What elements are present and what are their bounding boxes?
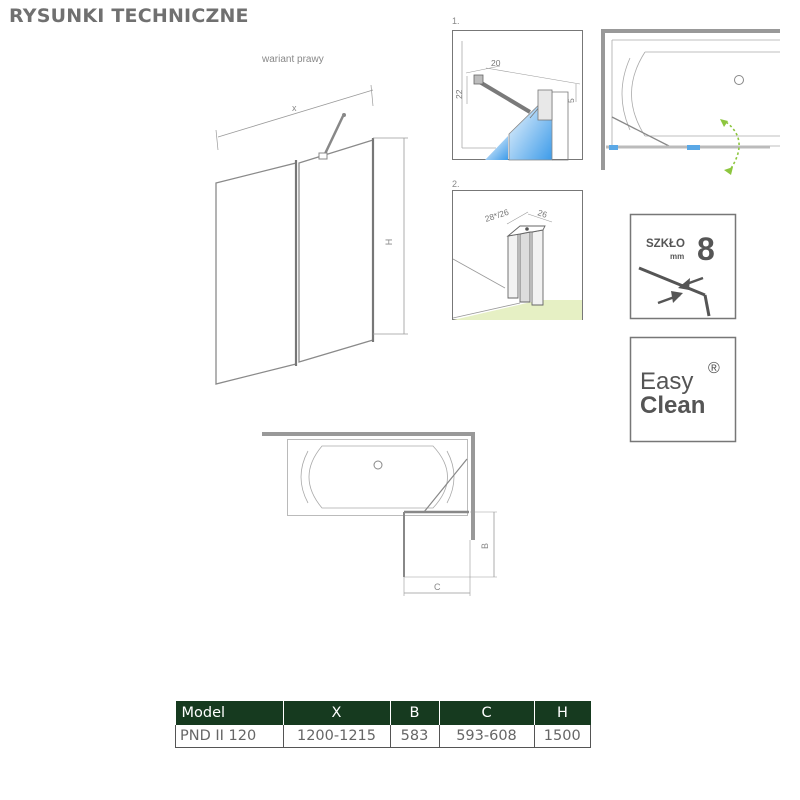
glass-unit: mm <box>670 252 684 261</box>
detail-1-number: 1. <box>452 16 460 26</box>
glass-8mm-badge: SZKŁO mm 8 <box>629 213 737 320</box>
main-elevation-drawing: wariant prawy x H <box>215 54 408 385</box>
easy-clean-badge: Easy ® Clean <box>629 336 737 443</box>
cell-model: PND II 120 <box>175 725 284 748</box>
dim-b-label: B <box>480 543 490 549</box>
detail-2-number: 2. <box>452 179 460 189</box>
table-row: PND II 120 1200-1215 583 593-608 1500 <box>175 725 591 748</box>
col-header-h: H <box>533 701 591 725</box>
easy-word: Easy <box>640 368 693 395</box>
cell-b: 583 <box>389 725 440 748</box>
drain-icon <box>734 75 744 85</box>
detail-1-dim-right: 5 <box>566 98 576 103</box>
bathtub-rotation-view <box>601 29 780 175</box>
cell-c: 593-608 <box>438 725 535 748</box>
dimensions-table: Model X B C H PND II 120 1200-1215 583 5… <box>175 701 591 748</box>
glass-thickness: 8 <box>697 231 715 267</box>
fixed-glass-panel <box>215 162 297 385</box>
dim-c-label: C <box>434 582 441 592</box>
hinged-glass-panel <box>298 139 374 363</box>
cell-x: 1200-1215 <box>282 725 391 748</box>
drain-icon <box>373 460 383 470</box>
cell-h: 1500 <box>533 725 591 748</box>
col-header-x: X <box>282 701 390 725</box>
glass-word: SZKŁO <box>646 238 685 250</box>
stabilizer-bar <box>322 115 345 157</box>
table-header-row: Model X B C H <box>175 701 591 725</box>
detail-2-drawing: 2. 28*/26 26 <box>452 179 583 320</box>
variant-label: wariant prawy <box>261 54 324 65</box>
detail-1-drawing: 1. 20 22 5 <box>452 16 583 161</box>
dim-h-label: H <box>384 239 394 246</box>
detail-1-dim-left: 22 <box>454 89 464 99</box>
registered-mark: ® <box>708 360 720 377</box>
col-header-b: B <box>389 701 439 725</box>
glass-pane-icon <box>638 266 706 297</box>
detail-2-dim-b: 26 <box>536 207 548 220</box>
clean-word: Clean <box>640 392 705 419</box>
col-header-model: Model <box>175 701 283 725</box>
plan-view-drawing: B C <box>262 432 497 596</box>
detail-1-dim-top: 20 <box>491 58 501 68</box>
col-header-c: C <box>438 701 534 725</box>
page-title: RYSUNKI TECHNICZNE <box>9 5 249 27</box>
technical-drawings: wariant prawy x H 1. <box>215 16 780 596</box>
floor-area <box>453 300 582 320</box>
dim-x-label: x <box>292 103 297 113</box>
rotation-arrow-icon <box>725 121 740 171</box>
